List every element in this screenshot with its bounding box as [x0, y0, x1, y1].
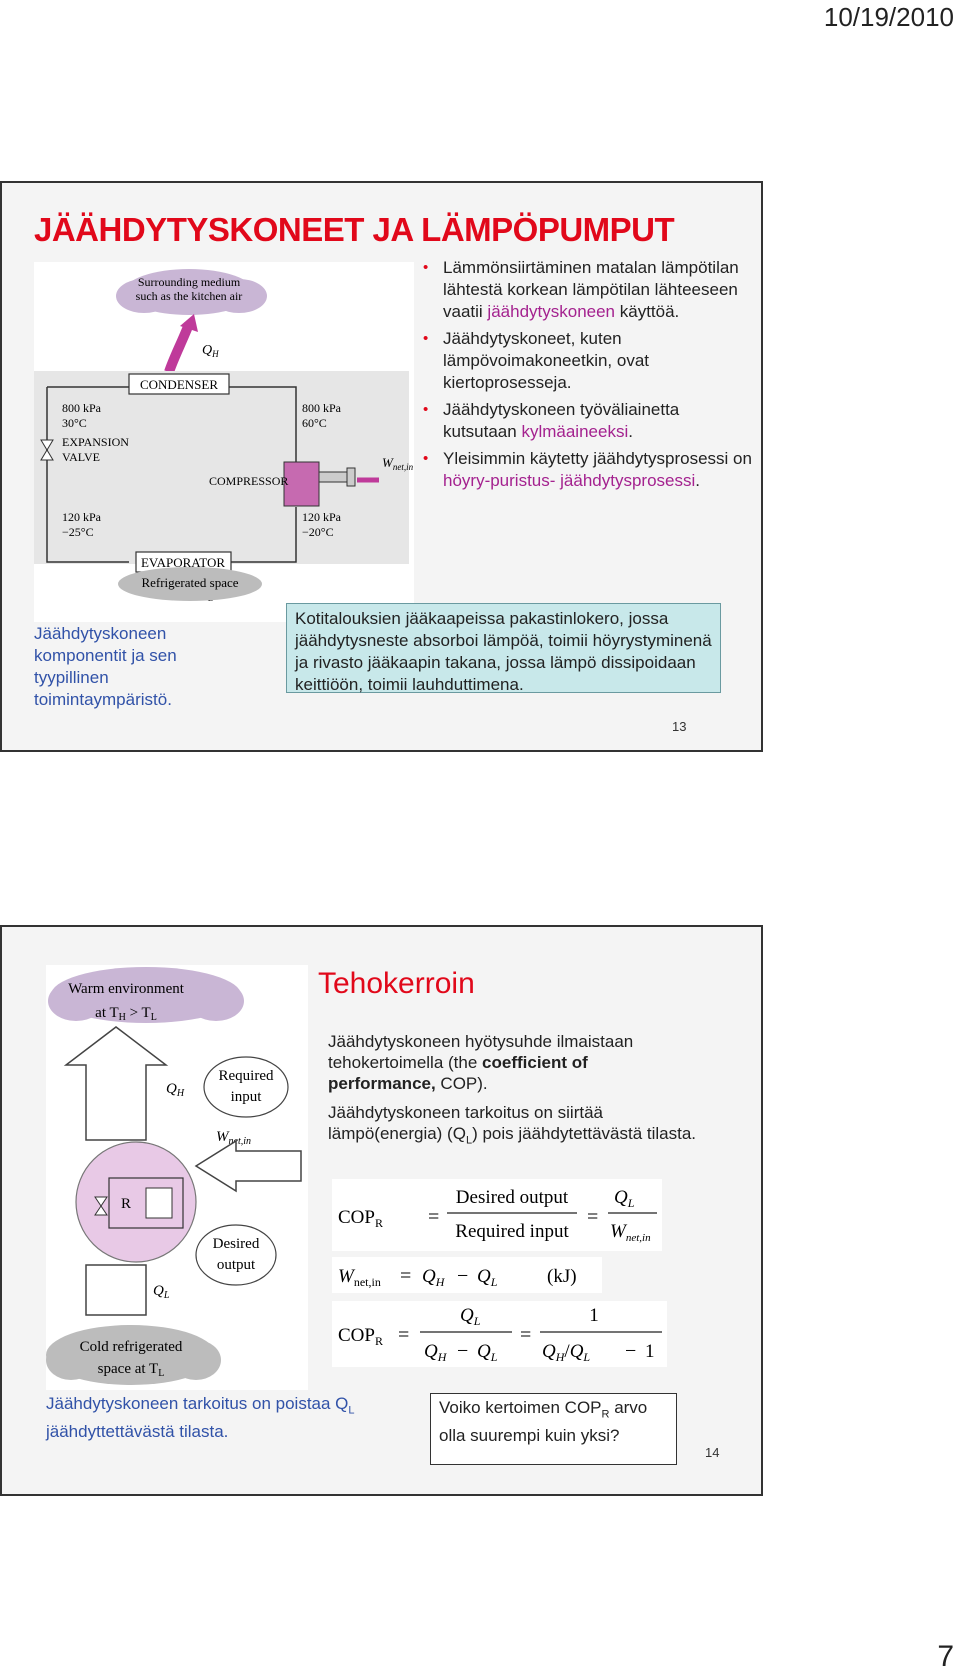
ql-label: QL — [153, 1283, 170, 1301]
state-label: 800 kPa — [62, 401, 102, 415]
bullet-icon: • — [423, 401, 429, 418]
svg-text:−: − — [625, 1340, 636, 1362]
denominator: Required input — [455, 1221, 569, 1242]
warm-environment-cloud-icon — [48, 967, 244, 1023]
slide-14: Warm environment at TH > TL QH Required … — [0, 925, 763, 1496]
desired-output-bubble-icon — [195, 1224, 277, 1286]
desired-label-2: output — [217, 1257, 256, 1273]
question-box: Voiko kertoimen COPR arvo olla suurempi … — [430, 1393, 677, 1465]
heat-rejection-arrow — [164, 322, 194, 374]
slide-number: 14 — [705, 1445, 720, 1460]
numerator: Desired output — [456, 1187, 569, 1208]
required-label-2: input — [231, 1089, 263, 1105]
warm-label-1: Warm environment — [68, 981, 185, 997]
paragraph-purpose: Jäähdytyskoneen tarkoitus on siirtää läm… — [328, 1103, 697, 1147]
bullet-item: •Yleisimmin käytetty jäähdytysprosessi o… — [423, 449, 752, 490]
qh-label: QH — [202, 343, 219, 359]
bullet-icon: • — [423, 259, 429, 276]
paragraph-definition: Jäähdytyskoneen hyötysuhde ilmaistaan te… — [328, 1032, 634, 1093]
expansion-valve-icon — [40, 439, 54, 461]
qh-label: QH — [166, 1081, 185, 1099]
figure-caption: Jäähdytyskoneen tarkoitus on poistaa QL … — [46, 1394, 355, 1442]
refrigerated-space-cloud: Refrigerated space — [118, 567, 262, 601]
state-label: 800 kPa — [302, 401, 342, 415]
condenser-label: CONDENSER — [140, 377, 218, 392]
condenser-box — [128, 373, 230, 395]
svg-text:1: 1 — [589, 1305, 599, 1326]
unit-label: (kJ) — [547, 1266, 577, 1287]
slide-13: JÄÄHDYTYSKONEET JA LÄMPÖPUMPUT Surroundi… — [0, 181, 763, 752]
bullet-icon: • — [423, 450, 429, 467]
svg-text:QL: QL — [614, 1187, 635, 1210]
cold-space-cloud-icon — [46, 1325, 221, 1385]
svg-text:=: = — [520, 1324, 531, 1346]
refrigerator-circle-icon — [75, 1141, 197, 1263]
heat-flow-up-arrow-icon — [63, 1026, 169, 1316]
state-label: 120 kPa — [302, 510, 342, 524]
cop-heat-equation: COPR = QL QH − QL = 1 QH/QL − 1 — [332, 1301, 667, 1367]
state-label: 120 kPa — [62, 510, 102, 524]
work-input-label: Wnet,in — [382, 455, 414, 472]
compressor-label: COMPRESSOR — [209, 474, 288, 488]
state-label: 60°C — [302, 416, 327, 430]
svg-text:QH: QH — [424, 1341, 448, 1364]
desired-label-1: Desired — [213, 1236, 260, 1252]
expansion-label-1: EXPANSION — [62, 435, 129, 449]
surrounding-label-1: Surrounding medium — [138, 275, 241, 289]
work-input-label: Wnet,in — [216, 1129, 251, 1147]
expansion-label-2: VALVE — [62, 450, 100, 464]
refrigeration-cycle-diagram: Surrounding medium such as the kitchen a… — [34, 262, 414, 622]
slide-title: JÄÄHDYTYSKONEET JA LÄMPÖPUMPUT — [34, 211, 675, 248]
svg-text:Wnet,in: Wnet,in — [338, 1266, 381, 1289]
warm-label-2: at TH > TL — [95, 1005, 157, 1023]
bullet-item: •Jäähdytyskoneen työväliainetta kutsutaa… — [423, 400, 680, 441]
svg-text:QL: QL — [477, 1341, 498, 1364]
work-balance-equation: Wnet,in = QH − QL (kJ) — [332, 1257, 602, 1293]
work-input-arrow-icon — [194, 1139, 302, 1193]
state-label: −20°C — [302, 525, 334, 539]
svg-text:1: 1 — [645, 1341, 655, 1362]
svg-text:QH/QL: QH/QL — [542, 1341, 590, 1364]
svg-text:−: − — [457, 1265, 468, 1287]
cold-label-2: space at TL — [98, 1361, 165, 1379]
required-input-bubble-icon — [203, 1056, 289, 1118]
bullet-icon: • — [423, 330, 429, 347]
slide-title: Tehokerroin — [318, 967, 475, 1000]
evaporator-label: EVAPORATOR — [141, 555, 225, 570]
state-label: −25°C — [62, 525, 94, 539]
refrigerator-label: R — [121, 1196, 131, 1212]
required-label-1: Required — [219, 1068, 274, 1084]
slide-number: 13 — [672, 719, 687, 734]
bullet-item: •Lämmönsiirtäminen matalan lämpötilan lä… — [423, 258, 739, 321]
svg-text:QL: QL — [477, 1266, 498, 1289]
cold-label-1: Cold refrigerated — [80, 1339, 183, 1355]
svg-text:COPR: COPR — [338, 1325, 383, 1348]
info-note: Kotitalouksien jääkaapeissa pakastinloke… — [286, 603, 721, 694]
page-number: 7 — [937, 1640, 954, 1673]
svg-text:QL: QL — [460, 1305, 481, 1328]
cop-definition-equation: COPR = Desired output Required input = Q… — [332, 1179, 662, 1251]
state-label: 30°C — [62, 416, 87, 430]
surrounding-cloud-icon — [116, 269, 267, 315]
svg-text:COPR: COPR — [338, 1207, 383, 1230]
svg-text:=: = — [400, 1265, 411, 1287]
svg-text:−: − — [457, 1340, 468, 1362]
bullet-list: •Lämmönsiirtäminen matalan lämpötilan lä… — [422, 257, 752, 497]
figure-caption: Jäähdytyskoneen komponentit ja sen tyypi… — [34, 624, 177, 709]
header-date: 10/19/2010 — [823, 2, 954, 32]
svg-text:=: = — [428, 1206, 439, 1228]
compressor-icon — [283, 461, 356, 507]
svg-text:QH: QH — [422, 1266, 446, 1289]
surrounding-label-2: such as the kitchen air — [136, 289, 243, 303]
svg-text:=: = — [398, 1324, 409, 1346]
svg-text:Wnet,in: Wnet,in — [610, 1221, 651, 1244]
svg-text:=: = — [587, 1206, 598, 1228]
refrigerator-objective-diagram: Warm environment at TH > TL QH Required … — [46, 965, 308, 1390]
refrigerated-label: Refrigerated space — [141, 575, 238, 590]
body-text: Jäähdytyskoneen hyötysuhde ilmaistaan te… — [328, 1031, 698, 1159]
bullet-item: •Jäähdytyskoneet, kuten lämpövoimakoneet… — [423, 329, 650, 392]
